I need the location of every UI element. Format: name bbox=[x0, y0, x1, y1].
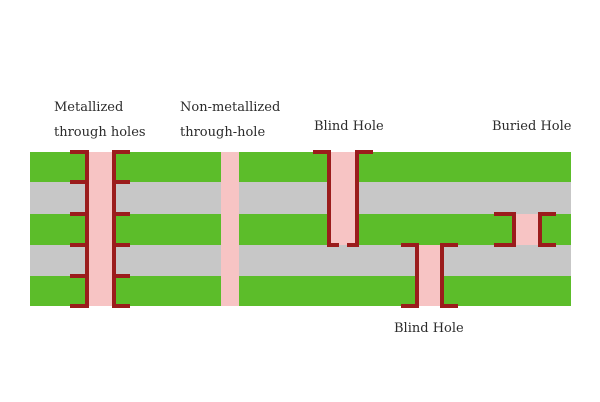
blind-top-pad-br bbox=[347, 243, 359, 247]
buried-right-wall bbox=[538, 212, 542, 247]
label-metallized-line1: Metallized bbox=[54, 100, 123, 115]
copper-layer-1 bbox=[30, 152, 571, 182]
metallized-hole-bore bbox=[88, 152, 116, 306]
label-nonmetallized-line2: through-hole bbox=[180, 125, 265, 140]
metallized-pad-l6 bbox=[70, 304, 88, 308]
blind-bottom-pad-tr bbox=[440, 243, 458, 247]
blind-top-bore bbox=[330, 152, 356, 245]
blind-hole-bottom bbox=[401, 243, 458, 308]
metallized-pad-l2 bbox=[70, 180, 88, 184]
metallized-pad-l5 bbox=[70, 274, 88, 278]
label-buried-hole: Buried Hole bbox=[492, 119, 572, 134]
copper-layer-3 bbox=[30, 276, 571, 306]
label-blind-hole-bottom: Blind Hole bbox=[394, 321, 464, 336]
blind-bottom-left-wall bbox=[415, 243, 419, 308]
blind-hole-top bbox=[313, 150, 373, 247]
copper-layer-2 bbox=[30, 214, 571, 245]
buried-hole bbox=[494, 212, 556, 247]
label-nonmetallized-line1: Non-metallized bbox=[180, 100, 280, 115]
blind-bottom-pad-br bbox=[440, 304, 458, 308]
buried-pad-tl bbox=[494, 212, 516, 216]
metallized-pad-l3 bbox=[70, 212, 88, 216]
metallized-pad-r5 bbox=[112, 274, 130, 278]
metallized-pad-r3 bbox=[112, 212, 130, 216]
buried-pad-tr bbox=[538, 212, 556, 216]
blind-bottom-right-wall bbox=[440, 243, 444, 308]
buried-bore bbox=[514, 214, 540, 245]
non-metallized-hole-bore bbox=[221, 152, 239, 306]
metallized-pad-r1 bbox=[112, 150, 130, 154]
buried-left-wall bbox=[512, 212, 516, 247]
blind-bottom-pad-bl bbox=[401, 304, 419, 308]
metallized-pad-l4 bbox=[70, 243, 88, 247]
metallized-pad-r4 bbox=[112, 243, 130, 247]
label-blind-hole-top: Blind Hole bbox=[314, 119, 384, 134]
blind-bottom-bore bbox=[418, 245, 440, 306]
metallized-right-wall bbox=[112, 150, 116, 308]
metallized-pad-r6 bbox=[112, 304, 130, 308]
board-layers bbox=[30, 152, 571, 306]
metallized-left-wall bbox=[85, 150, 89, 308]
buried-pad-br bbox=[538, 243, 556, 247]
blind-top-left-wall bbox=[327, 150, 331, 247]
blind-top-pad-l bbox=[313, 150, 331, 154]
dielectric-layer-2 bbox=[30, 245, 571, 276]
metallized-pad-r2 bbox=[112, 180, 130, 184]
metallized-pad-l1 bbox=[70, 150, 88, 154]
label-metallized-line2: through holes bbox=[54, 125, 146, 140]
non-metallized-through-hole bbox=[221, 152, 239, 306]
metallized-through-hole bbox=[70, 150, 130, 308]
blind-top-pad-r bbox=[355, 150, 373, 154]
dielectric-layer-1 bbox=[30, 182, 571, 214]
blind-top-right-wall bbox=[355, 150, 359, 247]
blind-bottom-pad-tl bbox=[401, 243, 419, 247]
buried-pad-bl bbox=[494, 243, 516, 247]
blind-top-pad-bl bbox=[327, 243, 339, 247]
